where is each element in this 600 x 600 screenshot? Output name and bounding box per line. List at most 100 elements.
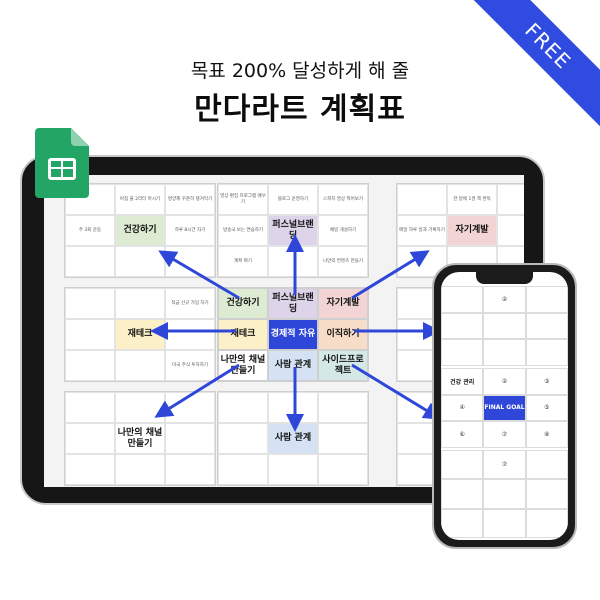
phone-cell[interactable] bbox=[483, 312, 526, 340]
mandalart-cell[interactable] bbox=[65, 319, 115, 350]
mandalart-cell[interactable]: 사람 관계 bbox=[268, 350, 318, 381]
mandalart-cell[interactable]: 재테크 bbox=[218, 319, 268, 350]
mandalart-block-channel: 나만의 채널만들기 bbox=[64, 391, 216, 486]
phone-cell[interactable]: ⑦ bbox=[483, 421, 526, 448]
mandalart-cell[interactable]: 재테크 bbox=[115, 319, 165, 350]
mandalart-cell[interactable]: 자기계발 bbox=[318, 288, 368, 319]
mandalart-cell[interactable] bbox=[65, 350, 115, 381]
mandalart-cell[interactable] bbox=[218, 423, 268, 454]
mandalart-cell[interactable] bbox=[165, 246, 215, 277]
mandalart-cell[interactable] bbox=[115, 246, 165, 277]
mandalart-cell[interactable]: 이직하기 bbox=[318, 319, 368, 350]
mandalart-cell[interactable] bbox=[65, 288, 115, 319]
phone-cell[interactable] bbox=[525, 339, 568, 366]
phone-cell[interactable]: ② bbox=[483, 286, 526, 313]
phone-cell[interactable]: ② bbox=[483, 368, 526, 395]
google-sheets-icon bbox=[35, 128, 89, 198]
mandalart-cell[interactable] bbox=[268, 392, 318, 423]
mandalart-cell[interactable] bbox=[497, 215, 524, 246]
phone-cell[interactable] bbox=[483, 508, 526, 538]
phone-cell[interactable] bbox=[441, 450, 484, 480]
phone-cell[interactable] bbox=[525, 450, 568, 480]
phone-cell[interactable]: ⑥ bbox=[441, 421, 484, 448]
mandalart-cell[interactable] bbox=[318, 454, 368, 485]
phone-cell[interactable]: ⑧ bbox=[525, 421, 568, 448]
mandalart-cell[interactable]: 아침 물 2리터 마시기 bbox=[115, 184, 165, 215]
mandalart-cell[interactable] bbox=[165, 423, 215, 454]
mandalart-cell[interactable] bbox=[65, 246, 115, 277]
mandalart-cell[interactable] bbox=[218, 454, 268, 485]
phone-cell[interactable] bbox=[441, 339, 484, 366]
mandalart-cell[interactable] bbox=[318, 423, 368, 454]
mandalart-cell[interactable] bbox=[397, 184, 447, 215]
phone-grid-bottom: ⑦ bbox=[441, 450, 568, 538]
phone-cell[interactable] bbox=[525, 312, 568, 340]
phone-cell[interactable] bbox=[483, 479, 526, 509]
phone-cell[interactable] bbox=[483, 339, 526, 366]
final-goal-cell[interactable]: FINAL GOAL bbox=[483, 394, 526, 422]
mandalart-cell[interactable] bbox=[497, 184, 524, 215]
mandalart-cell[interactable]: 채널 개설하기 bbox=[318, 215, 368, 246]
phone-notch bbox=[476, 272, 533, 284]
phone-cell[interactable] bbox=[441, 286, 484, 313]
mandalart-cell[interactable] bbox=[268, 246, 318, 277]
phone-cell[interactable]: ③ bbox=[525, 368, 568, 395]
mandalart-cell[interactable] bbox=[65, 392, 115, 423]
phone-cell[interactable]: ⑤ bbox=[525, 394, 568, 422]
mandalart-cell[interactable]: 퍼스널브랜딩 bbox=[268, 288, 318, 319]
mandalart-cell[interactable]: 적금 신규 가입 하기 bbox=[165, 288, 215, 319]
mandalart-cell[interactable]: 미국 주식 투자하기 bbox=[165, 350, 215, 381]
page-title: 만다라트 계획표 bbox=[194, 92, 406, 127]
mandalart-cell[interactable]: 한 달에 1권 책 완독 bbox=[447, 184, 497, 215]
mandalart-cell[interactable]: 자기계발 bbox=[447, 215, 497, 246]
phone-cell[interactable]: 건강 관리 bbox=[441, 368, 484, 395]
phone-cell[interactable] bbox=[441, 508, 484, 538]
mandalart-block-relationships: 사람 관계 bbox=[217, 391, 369, 486]
mandalart-cell[interactable]: 사람 관계 bbox=[268, 423, 318, 454]
mandalart-cell[interactable] bbox=[218, 392, 268, 423]
mandalart-cell[interactable] bbox=[115, 288, 165, 319]
mandalart-cell[interactable]: 영상 편집 프로그램 배우기 bbox=[218, 184, 268, 215]
phone-cell[interactable] bbox=[441, 312, 484, 340]
mandalart-cell[interactable]: 스피치 영상 찍어보기 bbox=[318, 184, 368, 215]
mandalart-cell[interactable] bbox=[115, 454, 165, 485]
mandalart-cell[interactable]: 사이드프로젝트 bbox=[318, 350, 368, 381]
phone-cell[interactable]: ④ bbox=[441, 394, 484, 422]
mandalart-cell[interactable]: 블로그 운영하기 bbox=[268, 184, 318, 215]
mandalart-cell[interactable] bbox=[165, 319, 215, 350]
mandalart-cell[interactable] bbox=[165, 392, 215, 423]
mandalart-cell[interactable] bbox=[165, 454, 215, 485]
mandalart-cell[interactable] bbox=[268, 454, 318, 485]
mandalart-cell[interactable] bbox=[115, 350, 165, 381]
mandalart-cell[interactable] bbox=[115, 392, 165, 423]
phone-grid-top: ② bbox=[441, 286, 568, 366]
phone-cell[interactable] bbox=[525, 286, 568, 313]
mandalart-cell[interactable]: 나만의 컨텐츠 만들기 bbox=[318, 246, 368, 277]
mandalart-cell[interactable] bbox=[65, 423, 115, 454]
mandalart-cell[interactable]: 매일 하루 일과 기록하기 bbox=[397, 215, 447, 246]
phone-cell[interactable] bbox=[525, 508, 568, 538]
phone-cell[interactable] bbox=[441, 479, 484, 509]
mandalart-cell[interactable]: 건강하기 bbox=[218, 288, 268, 319]
mandalart-cell[interactable]: 건강하기 bbox=[115, 215, 165, 246]
mandalart-cell[interactable]: 하루 8시간 자기 bbox=[165, 215, 215, 246]
phone-cell[interactable]: ⑦ bbox=[483, 450, 526, 480]
mandalart-cell[interactable]: 방송국 보는 연습하기 bbox=[218, 215, 268, 246]
mandalart-cell[interactable] bbox=[318, 392, 368, 423]
mandalart-cell[interactable]: 나만의 채널만들기 bbox=[218, 350, 268, 381]
mandalart-cell[interactable]: 나만의 채널만들기 bbox=[115, 423, 165, 454]
mandalart-cell[interactable]: 계획 짜기 bbox=[218, 246, 268, 277]
mandalart-cell[interactable] bbox=[65, 454, 115, 485]
mandalart-cell[interactable]: 주 3회 운동 bbox=[65, 215, 115, 246]
mandalart-cell[interactable]: 퍼스널브랜딩 bbox=[268, 215, 318, 246]
mandalart-cell[interactable] bbox=[65, 184, 115, 215]
mandalart-cell[interactable]: 영양제 꾸준히 챙겨먹기 bbox=[165, 184, 215, 215]
mandalart-cell[interactable]: 경제적 자유 bbox=[268, 319, 318, 350]
phone-cell[interactable] bbox=[525, 479, 568, 509]
